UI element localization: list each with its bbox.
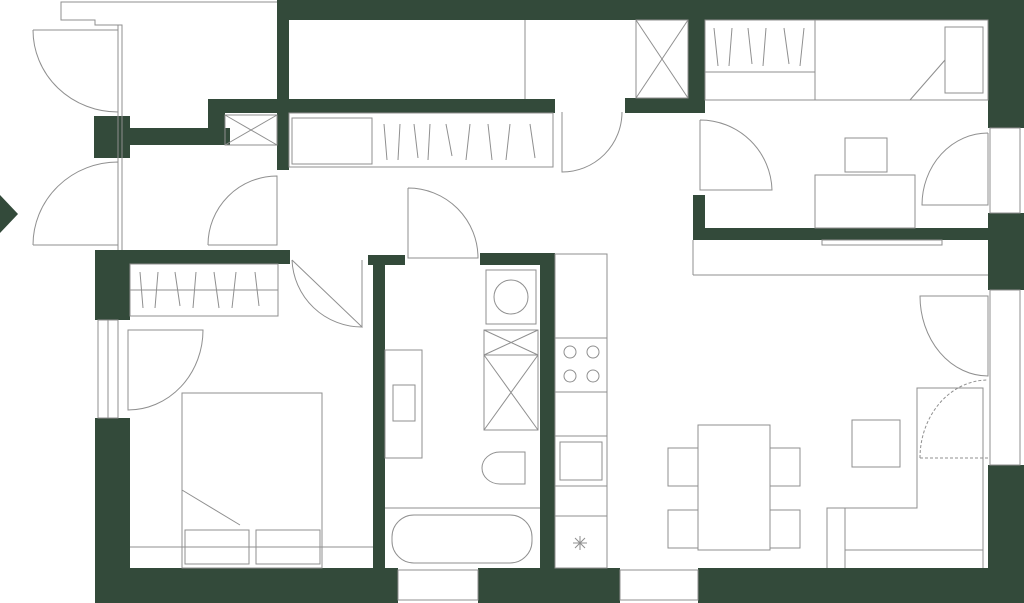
wardrobe-icon <box>383 123 536 161</box>
washing-machine-icon <box>485 269 537 325</box>
bathtub-icon <box>391 514 533 564</box>
outline-lines <box>60 1 1021 601</box>
toilet-icon <box>481 451 526 485</box>
bedroom-wardrobe <box>129 263 279 317</box>
living-area <box>826 387 984 568</box>
hall-wardrobe <box>288 112 554 168</box>
entrance-arrow-icon <box>0 195 18 233</box>
sink-icon <box>392 384 416 422</box>
doors <box>32 29 989 459</box>
study-room <box>704 19 989 229</box>
kitchen <box>554 253 608 569</box>
sink-icon <box>559 441 603 481</box>
stove-icon <box>563 345 600 383</box>
desk-icon <box>814 174 916 229</box>
bathroom <box>384 269 540 564</box>
bed-icon <box>130 392 373 569</box>
dining-table-icon <box>667 424 801 551</box>
